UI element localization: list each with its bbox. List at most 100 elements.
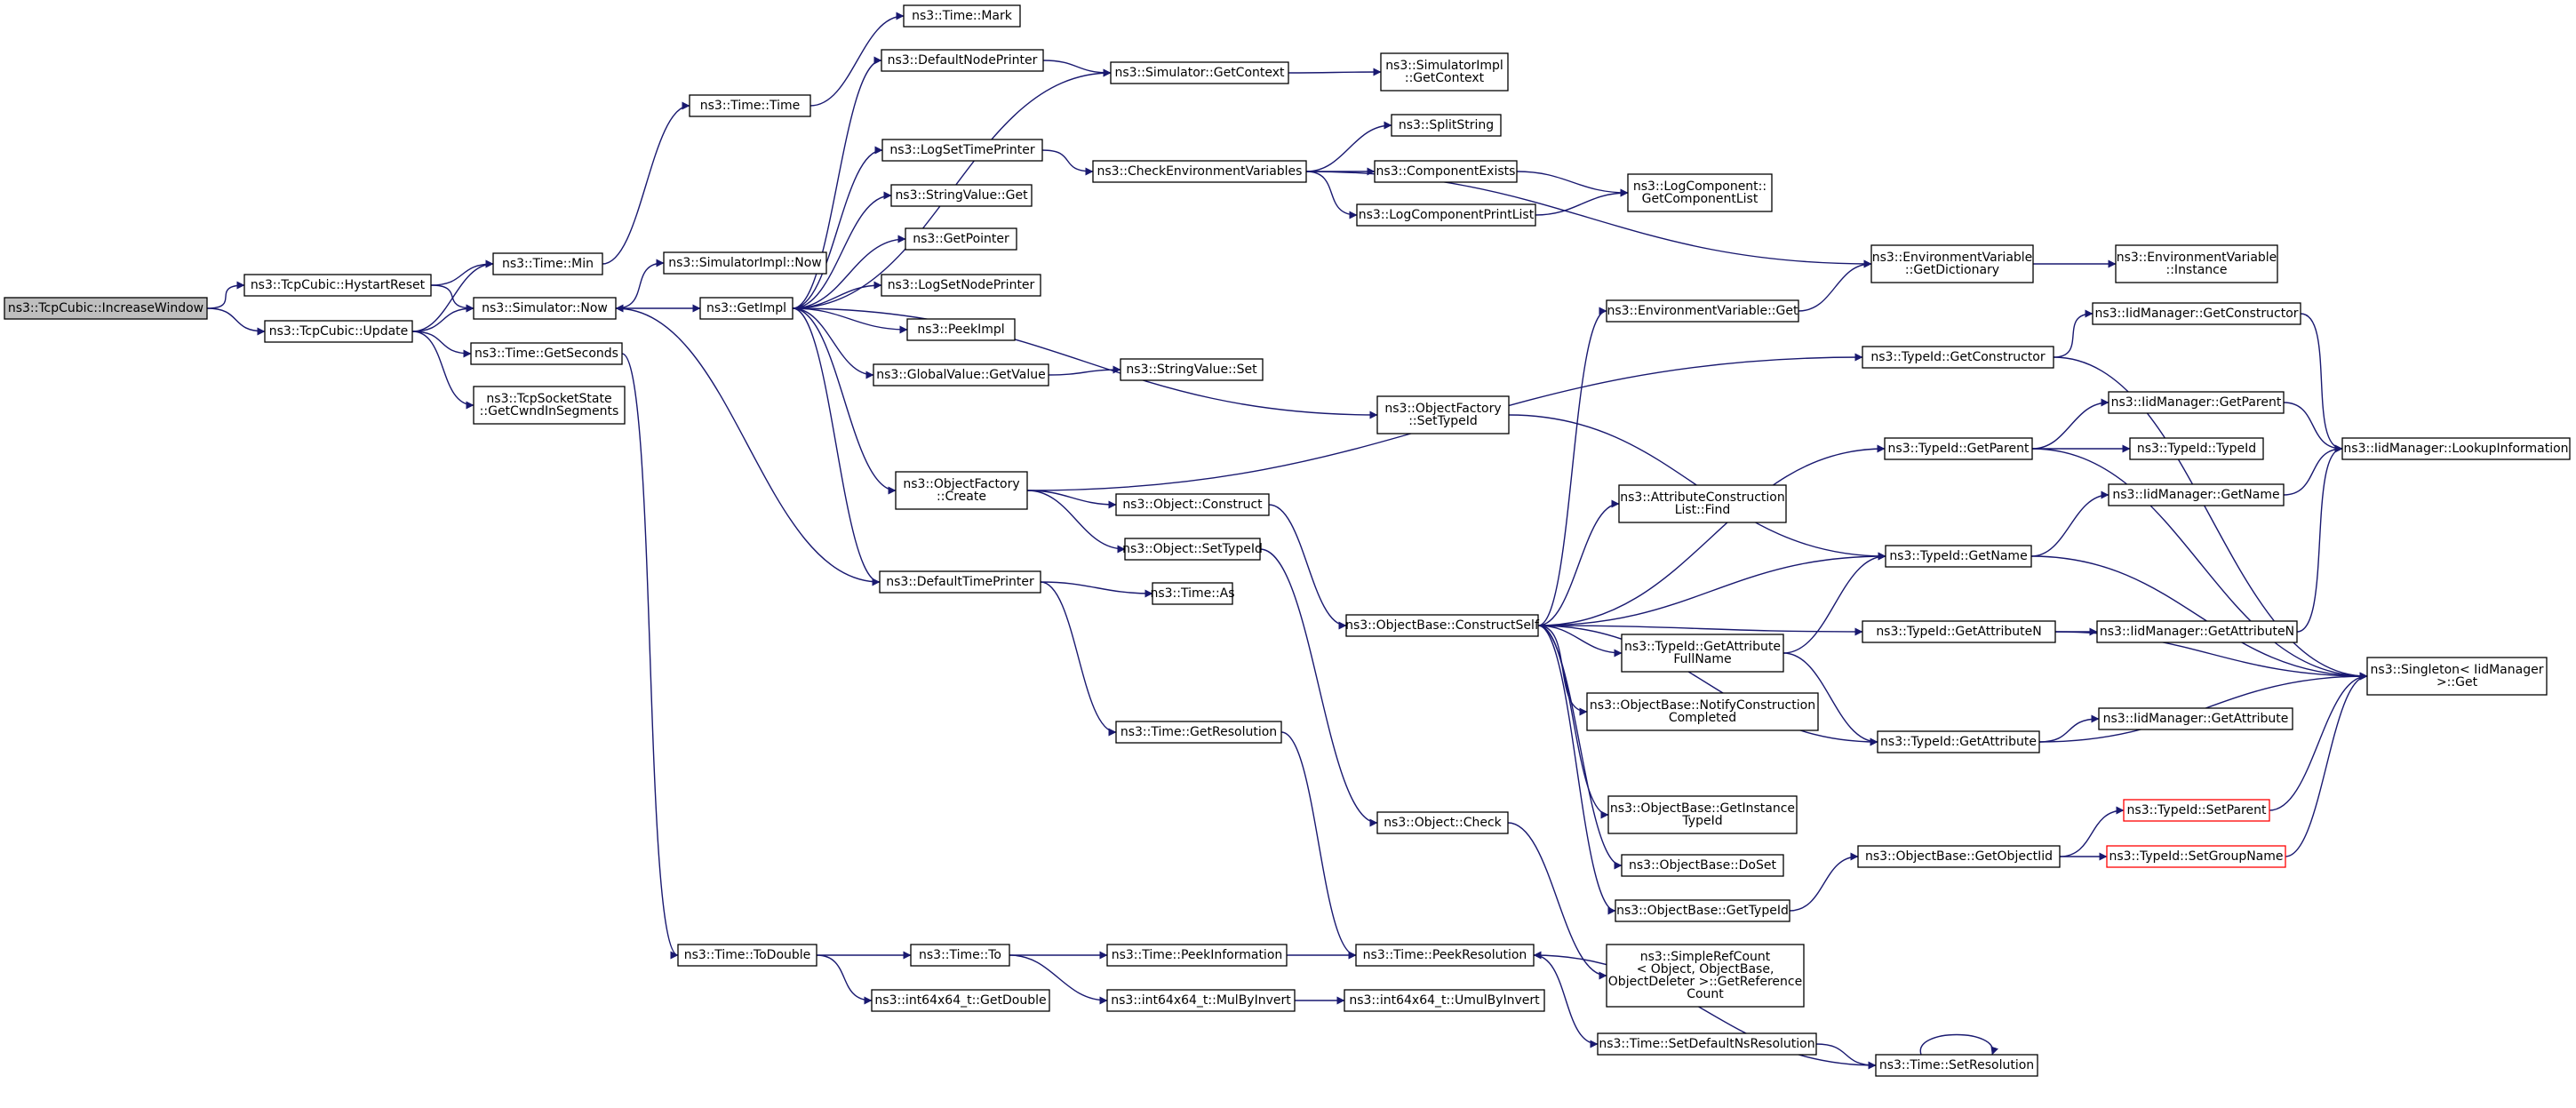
node-env-var-get-dictionary[interactable]: ns3::EnvironmentVariable::GetDictionary [1870, 244, 2034, 283]
call-edge-time_getseconds-to-time_todouble [621, 353, 679, 960]
node-int64x64-umulbyinvert[interactable]: ns3::int64x64_t::UmulByInvert [1344, 989, 1545, 1012]
call-edge-getimpl-to-default_time_printer [792, 307, 881, 586]
node-label: ::Instance [2166, 263, 2228, 277]
node-time-setresolution[interactable]: ns3::Time::SetResolution [1875, 1054, 2038, 1077]
call-edge-objectfactory_create-to-object_settypeid [1026, 490, 1126, 554]
node-default-node-printer[interactable]: ns3::DefaultNodePrinter [881, 49, 1044, 72]
node-peekimpl[interactable]: ns3::PeekImpl [906, 318, 1016, 341]
node-singleton-get[interactable]: ns3::Singleton< IidManager>::Get [2366, 657, 2548, 696]
node-box [264, 320, 413, 343]
node-env-var-instance[interactable]: ns3::EnvironmentVariable::Instance [2115, 244, 2278, 283]
node-log-set-time-printer[interactable]: ns3::LogSetTimePrinter [881, 139, 1043, 162]
node-time-peekresolution[interactable]: ns3::Time::PeekResolution [1355, 944, 1535, 967]
call-edge-increase_window-to-hystart_reset [206, 281, 245, 309]
node-log-component-print-list[interactable]: ns3::LogComponentPrintList [1356, 203, 1536, 227]
node-typeid-getconstructor[interactable]: ns3::TypeId::GetConstructor [1862, 346, 2054, 369]
call-edge-objectbase_constructself-to-typeid_getparent [1537, 444, 1886, 626]
node-iidmanager-getparent[interactable]: ns3::IidManager::GetParent [2108, 391, 2285, 414]
node-label: ns3::Time::Min [502, 257, 594, 271]
node-int64x64-mulbyinvert[interactable]: ns3::int64x64_t::MulByInvert [1106, 989, 1296, 1012]
node-log-set-node-printer[interactable]: ns3::LogSetNodePrinter [881, 274, 1041, 297]
node-log-component-get-list[interactable]: ns3::LogComponent::GetComponentList [1627, 173, 1773, 212]
call-edge-objectfactory_create-to-object_construct [1026, 490, 1117, 509]
node-time-time[interactable]: ns3::Time::Time [689, 94, 811, 117]
node-time-peekinformation[interactable]: ns3::Time::PeekInformation [1106, 944, 1288, 967]
node-typeid-typeid[interactable]: ns3::TypeId::TypeId [2129, 437, 2264, 460]
call-edge-default_time_printer-to-time_getresolution [1040, 581, 1117, 737]
node-default-time-printer[interactable]: ns3::DefaultTimePrinter [879, 570, 1041, 594]
node-objectbase-constructself[interactable]: ns3::ObjectBase::ConstructSelf [1345, 614, 1540, 637]
node-stringvalue-set[interactable]: ns3::StringValue::Set [1120, 358, 1264, 381]
node-simulator-getcontext[interactable]: ns3::Simulator::GetContext [1110, 61, 1289, 84]
node-simulator-now[interactable]: ns3::Simulator::Now [473, 297, 617, 320]
node-iidmanager-lookupinformation[interactable]: ns3::IidManager::LookupInformation [2341, 437, 2571, 460]
node-label: ns3::LogSetTimePrinter [889, 143, 1035, 157]
node-box [677, 944, 817, 967]
call-edge-objectbase_constructself-to-objectbase_doset [1537, 625, 1623, 870]
node-label: ns3::Time::GetResolution [1121, 725, 1277, 739]
node-box [473, 297, 617, 320]
node-time-getseconds[interactable]: ns3::Time::GetSeconds [470, 342, 623, 365]
node-getimpl[interactable]: ns3::GetImpl [699, 297, 794, 320]
node-box [2108, 483, 2285, 506]
node-label: ns3::GetImpl [706, 301, 786, 315]
node-time-getresolution[interactable]: ns3::Time::GetResolution [1115, 721, 1282, 744]
node-objectfactory-create[interactable]: ns3::ObjectFactory::Create [895, 471, 1028, 510]
node-objectbase-notifyconstructioncompleted[interactable]: ns3::ObjectBase::NotifyConstructionCompl… [1586, 692, 1819, 731]
node-int64x64-getdouble[interactable]: ns3::int64x64_t::GetDouble [871, 989, 1050, 1012]
node-time-mark[interactable]: ns3::Time::Mark [903, 4, 1021, 28]
call-edge-objectbase_constructself-to-env_var_get [1537, 307, 1607, 626]
node-label: ns3::LogComponentPrintList [1359, 208, 1535, 222]
node-object-check[interactable]: ns3::Object::Check [1376, 811, 1509, 834]
node-objectbase-doset[interactable]: ns3::ObjectBase::DoSet [1621, 854, 1784, 877]
node-box [879, 570, 1041, 594]
node-splitstring[interactable]: ns3::SplitString [1391, 114, 1502, 137]
node-label: ns3::Simulator::GetContext [1114, 66, 1285, 80]
node-object-settypeid[interactable]: ns3::Object::SetTypeId [1122, 538, 1263, 561]
node-box [1870, 244, 2034, 283]
node-globalvalue-getvalue[interactable]: ns3::GlobalValue::GetValue [873, 363, 1049, 387]
node-typeid-setgroupname[interactable]: ns3::TypeId::SetGroupName [2106, 845, 2286, 868]
node-env-var-get[interactable]: ns3::EnvironmentVariable::Get [1606, 299, 1799, 323]
node-cwnd-in-segments[interactable]: ns3::TcpSocketState::GetCwndInSegments [473, 386, 626, 425]
node-time-todouble[interactable]: ns3::Time::ToDouble [677, 944, 817, 967]
node-time-to[interactable]: ns3::Time::To [910, 944, 1010, 967]
node-label: ns3::EnvironmentVariable [1872, 251, 2033, 265]
node-increase-window[interactable]: ns3::TcpCubic::IncreaseWindow [4, 297, 208, 320]
node-label: ns3::Time::Time [700, 99, 800, 113]
node-box [2341, 437, 2571, 460]
node-update[interactable]: ns3::TcpCubic::Update [264, 320, 413, 343]
node-label: ns3::GlobalValue::GetValue [876, 368, 1045, 382]
node-iidmanager-getattributen[interactable]: ns3::IidManager::GetAttributeN [2096, 620, 2298, 643]
node-component-exists[interactable]: ns3::ComponentExists [1374, 160, 1518, 183]
node-check-env-vars[interactable]: ns3::CheckEnvironmentVariables [1092, 160, 1307, 183]
node-simimpl-now[interactable]: ns3::SimulatorImpl::Now [663, 251, 827, 275]
call-edge-iidmanager_getparent-to-iidmanager_lookupinformation [2283, 402, 2343, 453]
node-time-min[interactable]: ns3::Time::Min [492, 252, 603, 275]
node-time-setdefaultnsresolution[interactable]: ns3::Time::SetDefaultNsResolution [1597, 1032, 1817, 1056]
node-iidmanager-getattribute[interactable]: ns3::IidManager::GetAttribute [2098, 707, 2293, 730]
node-object-construct[interactable]: ns3::Object::Construct [1115, 493, 1270, 516]
node-time-as[interactable]: ns3::Time::As [1150, 582, 1235, 605]
node-objectbase-getobjectiid[interactable]: ns3::ObjectBase::GetObjectIid [1857, 845, 2061, 868]
node-typeid-setparent[interactable]: ns3::TypeId::SetParent [2123, 799, 2270, 822]
node-typeid-getattributen[interactable]: ns3::TypeId::GetAttributeN [1862, 620, 2056, 643]
node-objectbase-gettypeid[interactable]: ns3::ObjectBase::GetTypeId [1615, 899, 1790, 922]
node-objectfactory-settypeid[interactable]: ns3::ObjectFactory::SetTypeId [1376, 395, 1510, 434]
node-label: ns3::ObjectBase::DoSet [1629, 858, 1776, 873]
node-label: ns3::DefaultNodePrinter [888, 53, 1038, 68]
node-stringvalue-get[interactable]: ns3::StringValue::Get [890, 184, 1033, 207]
node-typeid-getattribute[interactable]: ns3::TypeId::GetAttribute [1877, 730, 2040, 753]
node-iidmanager-getconstructor[interactable]: ns3::IidManager::GetConstructor [2092, 302, 2301, 325]
node-simplerefcount-getreferencecount[interactable]: ns3::SimpleRefCount< Object, ObjectBase,… [1606, 944, 1805, 1008]
node-hystart-reset[interactable]: ns3::TcpCubic::HystartReset [243, 274, 432, 297]
node-typeid-getname[interactable]: ns3::TypeId::GetName [1885, 545, 2032, 568]
call-edge-typeid_setparent-to-singleton_get [2269, 672, 2368, 811]
node-getpointer[interactable]: ns3::GetPointer [905, 227, 1017, 251]
node-typeid-getparent[interactable]: ns3::TypeId::GetParent [1884, 437, 2033, 460]
node-iidmanager-getname[interactable]: ns3::IidManager::GetName [2108, 483, 2285, 506]
node-simimpl-getcontext[interactable]: ns3::SimulatorImpl::GetContext [1380, 52, 1509, 92]
